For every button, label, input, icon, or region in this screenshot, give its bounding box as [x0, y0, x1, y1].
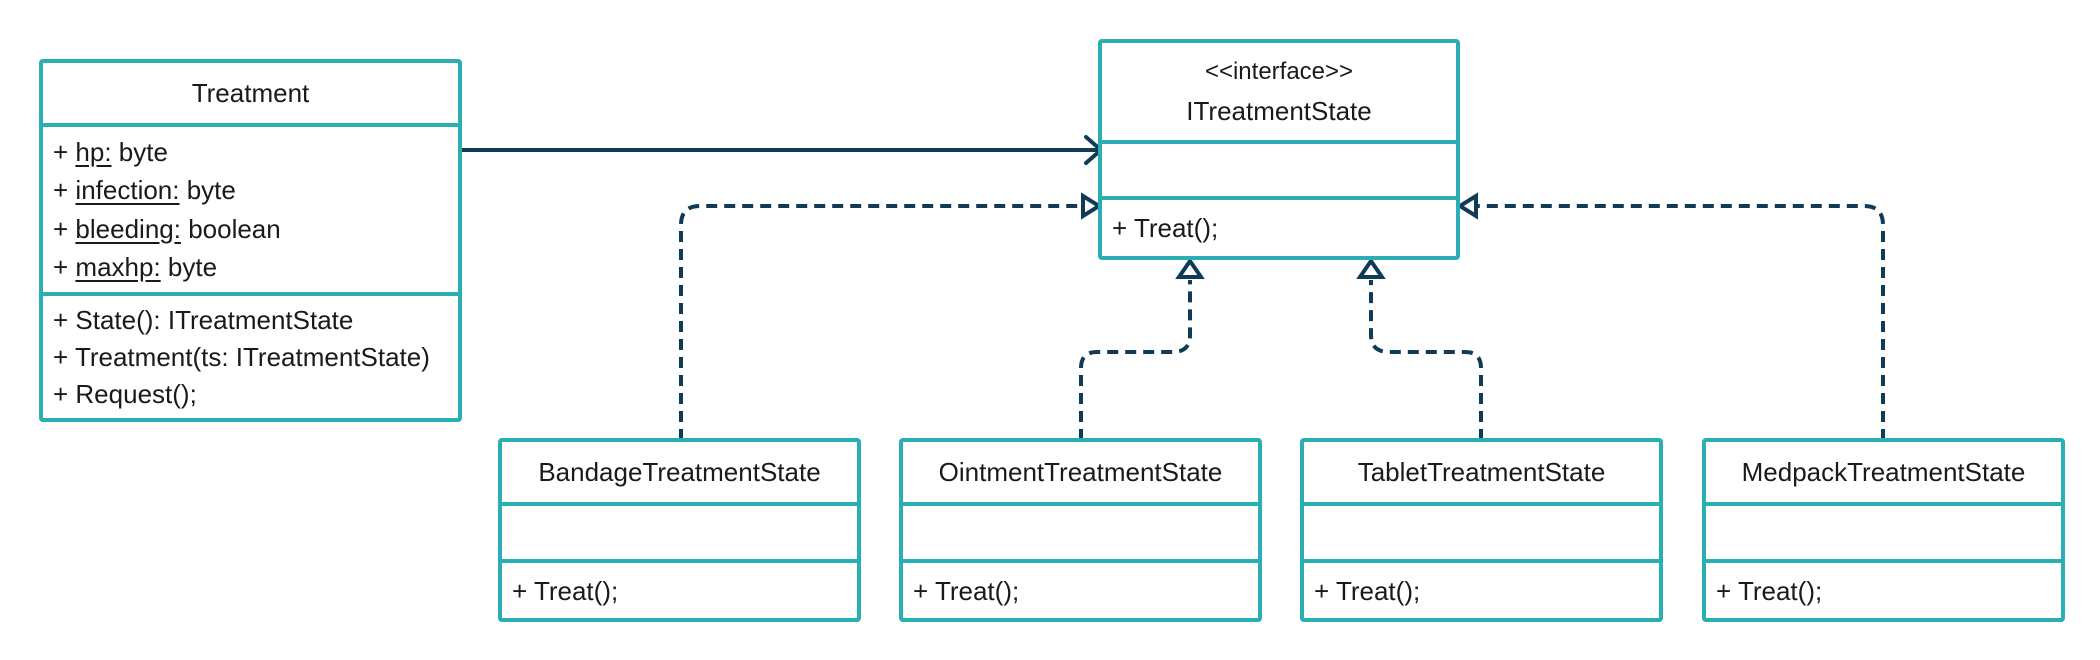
realization-ointment	[1079, 280, 1192, 440]
attribute-maxhp: + maxhp: byte	[53, 251, 218, 282]
attribute-infection: + infection: byte	[53, 175, 236, 206]
class-header: Treatment	[43, 63, 458, 123]
class-name: MedpackTreatmentState	[1741, 457, 2026, 487]
class-name: TabletTreatmentState	[1357, 457, 1606, 487]
realization-arrowhead-tablet	[1356, 257, 1386, 279]
realization-bandage	[679, 204, 1082, 440]
realization-arrowhead-ointment	[1175, 257, 1205, 279]
attribute-compartment: + hp: byte + infection: byte + bleeding:…	[43, 123, 458, 292]
operation-treat: + Treat();	[1112, 213, 1219, 243]
class-medpacktreatmentstate[interactable]: MedpackTreatmentState + Treat();	[1702, 438, 2065, 622]
class-header: OintmentTreatmentState	[903, 442, 1258, 502]
stereotype-label: <<interface>>	[1204, 57, 1354, 85]
class-ointmenttreatmentstate[interactable]: OintmentTreatmentState + Treat();	[899, 438, 1262, 622]
realization-medpack	[1476, 204, 1885, 440]
attribute-compartment	[903, 502, 1258, 559]
operation-state: + State(): ITreatmentState	[53, 305, 354, 336]
attribute-bleeding: + bleeding: boolean	[53, 213, 281, 244]
attribute-compartment	[502, 502, 857, 559]
class-name: Treatment	[191, 78, 310, 108]
class-header: BandageTreatmentState	[502, 442, 857, 502]
class-tablettreatmentstate[interactable]: TabletTreatmentState + Treat();	[1300, 438, 1663, 622]
class-bandagetreatmentstate[interactable]: BandageTreatmentState + Treat();	[498, 438, 861, 622]
operation-treat: + Treat();	[512, 575, 619, 606]
realization-arrowhead-bandage	[1081, 192, 1103, 220]
class-name: OintmentTreatmentState	[938, 457, 1223, 487]
operation-request: + Request();	[53, 378, 197, 409]
operation-compartment: + Treat();	[1102, 196, 1456, 256]
class-treatment[interactable]: Treatment + hp: byte + infection: byte +…	[39, 59, 462, 422]
class-header: MedpackTreatmentState	[1706, 442, 2061, 502]
operation-compartment: + Treat();	[502, 559, 857, 618]
operation-treat: + Treat();	[913, 575, 1020, 606]
attribute-hp: + hp: byte	[53, 137, 168, 168]
operation-treatment: + Treatment(ts: ITreatmentState)	[53, 341, 430, 372]
operation-compartment: + Treat();	[1304, 559, 1659, 618]
interface-itreatmentstate[interactable]: <<interface>> ITreatmentState + Treat();	[1098, 39, 1460, 260]
operation-compartment: + Treat();	[903, 559, 1258, 618]
operation-compartment: + State(): ITreatmentState + Treatment(t…	[43, 292, 458, 418]
class-header: <<interface>> ITreatmentState	[1102, 43, 1456, 140]
attribute-compartment	[1102, 140, 1456, 196]
class-header: TabletTreatmentState	[1304, 442, 1659, 502]
attribute-compartment	[1304, 502, 1659, 559]
operation-treat: + Treat();	[1314, 575, 1421, 606]
operation-treat: + Treat();	[1716, 575, 1823, 606]
realization-arrowhead-medpack	[1456, 192, 1478, 220]
attribute-compartment	[1706, 502, 2061, 559]
class-name: BandageTreatmentState	[538, 457, 821, 487]
realization-tablet	[1369, 280, 1483, 440]
operation-compartment: + Treat();	[1706, 559, 2061, 618]
class-name: ITreatmentState	[1186, 95, 1372, 126]
